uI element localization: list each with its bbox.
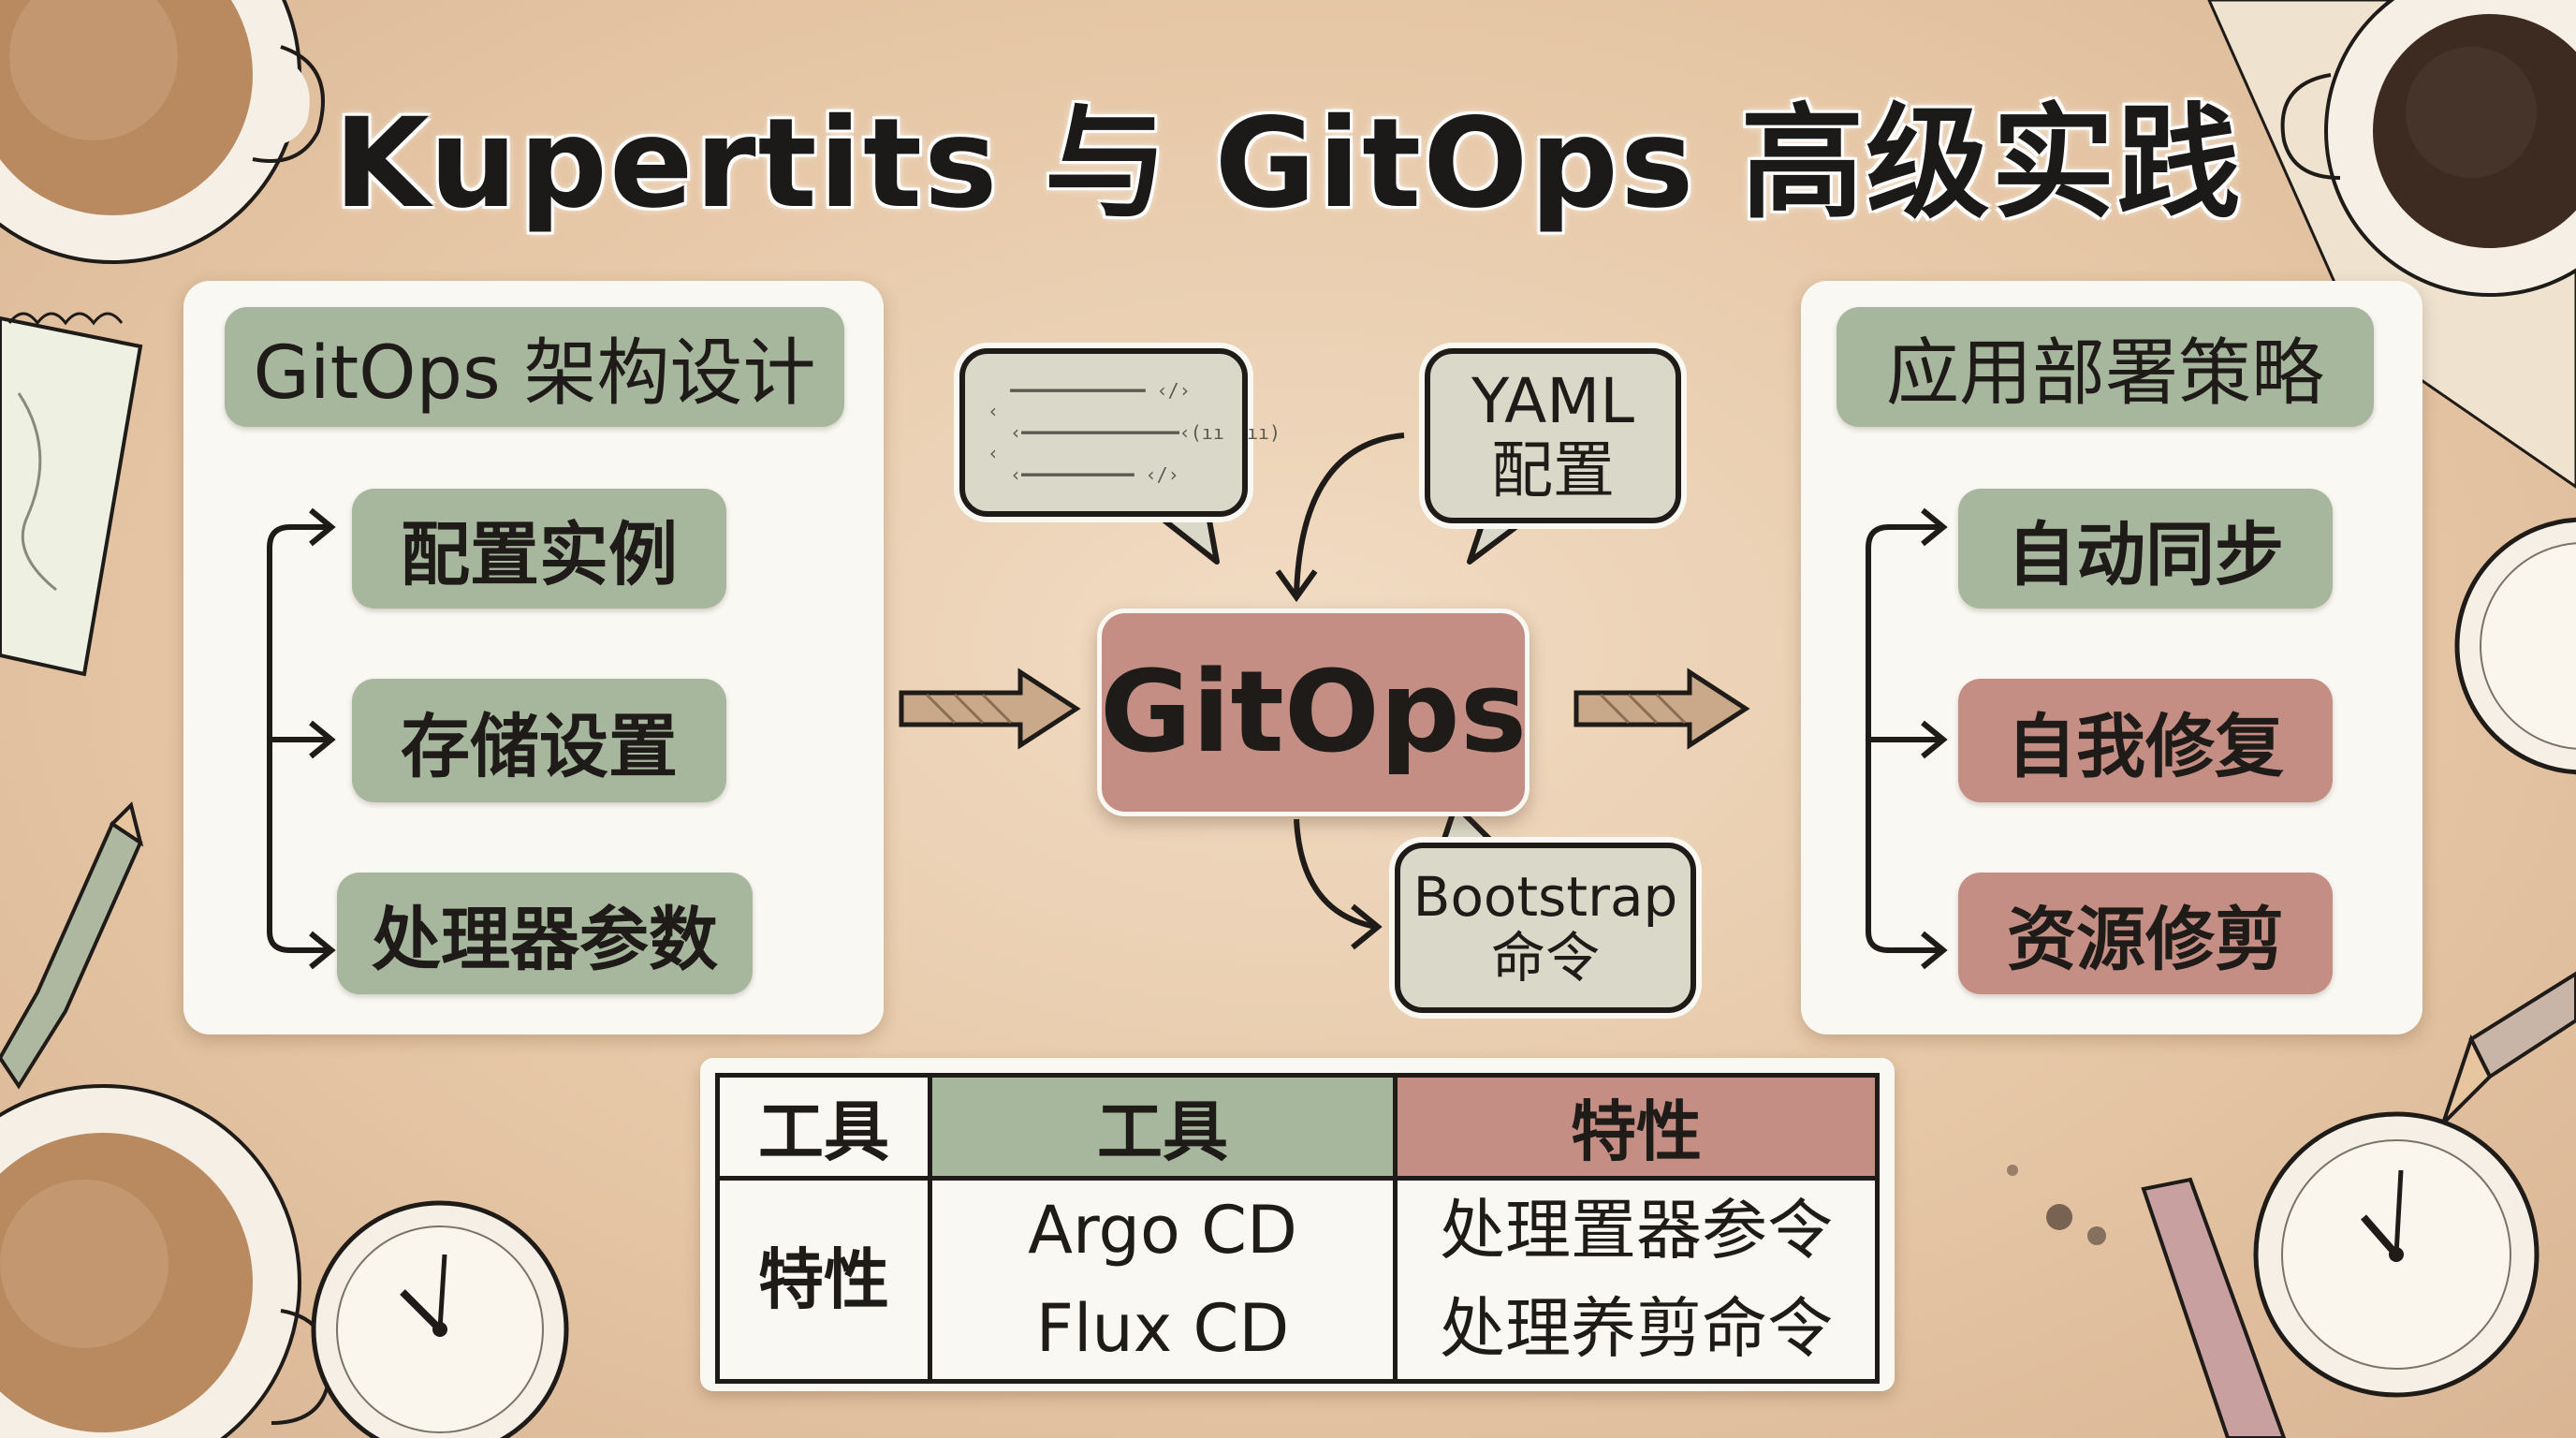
left-panel-header: GitOps 架构设计 (225, 307, 844, 427)
table-cell-features: 处理置器参令 处理养剪命令 (1393, 1176, 1880, 1384)
clock-icon (2253, 1111, 2539, 1398)
right-item-prune: 资源修剪 (1958, 873, 2333, 994)
table-header-cell: 工具 (715, 1073, 932, 1181)
right-panel-header: 应用部署策略 (1837, 307, 2374, 427)
tool-name: Flux CD (1035, 1290, 1290, 1367)
code-line: ‹ (988, 400, 1000, 423)
feature-text: 处理置器参令 (1440, 1192, 1833, 1269)
table-header-cell: 工具 (928, 1073, 1398, 1181)
table: 工具 工具 特性 特性 Argo CD Flux CD 处理置器参令 处理养剪命… (715, 1073, 1880, 1384)
page-title: Kupertits 与 GitOps 高级实践 (333, 92, 2243, 236)
config-label: 配置 (1491, 433, 1615, 506)
left-item-config: 配置实例 (352, 489, 726, 609)
right-arrow-icon (1573, 668, 1750, 750)
yaml-config-bubble: YAML 配置 (1425, 348, 1681, 523)
code-snippet-bubble: ━━━━━━━━━━━━ ‹/› ‹ ‹━━━━━━━━━━━━━━‹(ıı ı… (959, 348, 1281, 517)
command-label: 命令 (1490, 926, 1600, 990)
bootstrap-label: Bootstrap (1412, 865, 1678, 930)
pencil-icon (2007, 1165, 2287, 1438)
code-line: ‹━━━━━━━━━━━━━━‹(ıı ıı) (988, 420, 1281, 444)
right-item-self-heal: 自我修复 (1958, 679, 2333, 802)
clock-icon (2454, 517, 2576, 775)
code-line: ━━━━━━━━━━━━ ‹/› (988, 379, 1191, 403)
left-panel: GitOps 架构设计 配置实例 存储设置 处理器参数 (183, 281, 884, 1034)
right-item-auto-sync: 自动同步 (1958, 489, 2333, 609)
code-line: ‹ (988, 442, 1000, 465)
table-row: 特性 Argo CD Flux CD 处理置器参令 处理养剪命令 (715, 1176, 1880, 1384)
gitops-center-node: GitOps (1097, 609, 1530, 816)
right-arrow-icon (899, 668, 1081, 750)
feature-text: 处理养剪命令 (1440, 1290, 1833, 1367)
comparison-table: 工具 工具 特性 特性 Argo CD Flux CD 处理置器参令 处理养剪命… (700, 1058, 1895, 1391)
coffee-cup-icon (0, 0, 325, 264)
pencil-icon (2441, 971, 2576, 1125)
right-branch-arrows (1866, 507, 1948, 970)
right-panel: 应用部署策略 自动同步 自我修复 资源修剪 (1801, 281, 2422, 1034)
pencil-icon (0, 801, 144, 1090)
tool-name: Argo CD (1028, 1192, 1297, 1269)
notepad-icon (0, 312, 143, 677)
coffee-cup-icon (2280, 0, 2576, 297)
table-header-row: 工具 工具 特性 (715, 1073, 1880, 1181)
table-row-label: 特性 (715, 1176, 932, 1384)
yaml-label: YAML (1471, 364, 1635, 437)
coffee-cup-icon (0, 1084, 331, 1438)
left-branch-arrows (267, 507, 336, 970)
table-header-cell: 特性 (1393, 1073, 1880, 1181)
clock-icon (311, 1200, 569, 1438)
code-line: ‹━━━━━━━━━━ ‹/› (988, 462, 1179, 486)
left-item-processor: 处理器参数 (337, 873, 753, 994)
table-cell-tools: Argo CD Flux CD (928, 1176, 1398, 1384)
bootstrap-command-bubble: Bootstrap 命令 (1395, 843, 1696, 1013)
left-item-storage: 存储设置 (352, 679, 726, 802)
